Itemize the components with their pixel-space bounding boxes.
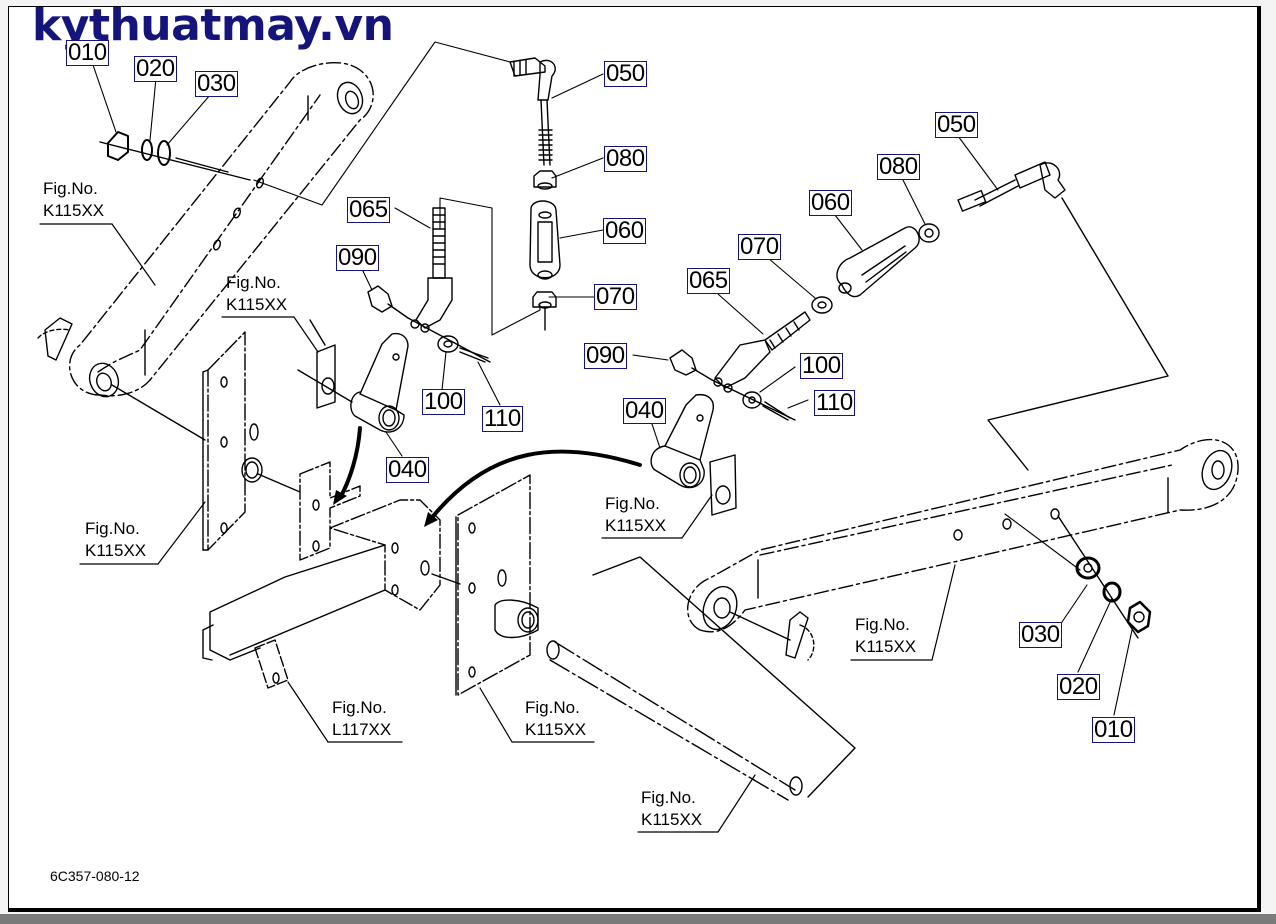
callout-right-090[interactable]: 090: [584, 342, 627, 369]
callout-left-110[interactable]: 110: [482, 405, 523, 432]
callout-left-060[interactable]: 060: [603, 217, 646, 244]
right-callout-leaders: [632, 135, 1133, 716]
fig-ref-line2: K115XX: [43, 201, 105, 220]
arrow-heads: [333, 490, 438, 527]
callout-left-040[interactable]: 040: [386, 456, 429, 483]
fig-ref-line1: Fig.No.: [85, 519, 140, 538]
figure-ref-leaders: [39, 223, 956, 833]
fig-ref-line2: L117XX: [332, 720, 392, 739]
assembly-arrows: [338, 426, 642, 522]
fig-ref-line1: Fig.No.: [525, 698, 580, 717]
callout-right-065[interactable]: 065: [687, 267, 730, 294]
fig-ref-line2: K115XX: [641, 810, 703, 829]
fig-ref-left-bracket-plate[interactable]: Fig.No. K115XX: [226, 272, 287, 316]
left-lift-rod-assembly: [350, 57, 561, 433]
fig-ref-line1: Fig.No.: [226, 273, 281, 292]
left-mount-plate: [202, 331, 301, 551]
callout-left-020[interactable]: 020: [134, 55, 177, 82]
callout-right-100[interactable]: 100: [800, 352, 843, 379]
callout-right-050[interactable]: 050: [935, 111, 978, 138]
drawbar-frame: [202, 461, 461, 689]
callout-left-080[interactable]: 080: [604, 145, 647, 172]
callout-right-080[interactable]: 080: [877, 153, 920, 180]
left-callout-leaders: [91, 41, 604, 457]
fig-ref-line1: Fig.No.: [43, 179, 98, 198]
callout-right-070[interactable]: 070: [738, 233, 781, 260]
right-lower-link-arm: [686, 439, 1239, 661]
fig-ref-right-bracket-plate[interactable]: Fig.No. K115XX: [605, 493, 666, 537]
right-mount-plate: [455, 474, 539, 696]
callout-right-110[interactable]: 110: [814, 389, 855, 416]
fig-ref-cross-shaft[interactable]: Fig.No. K115XX: [641, 787, 702, 831]
callout-right-010[interactable]: 010: [1092, 716, 1135, 743]
fig-ref-line1: Fig.No.: [855, 615, 910, 634]
callout-right-060[interactable]: 060: [809, 189, 852, 216]
cross-shaft: [546, 556, 856, 801]
fig-ref-line1: Fig.No.: [332, 698, 387, 717]
fig-ref-line2: K115XX: [605, 516, 667, 535]
left-small-bracket-plate: [297, 319, 353, 409]
callout-left-010[interactable]: 010: [66, 39, 109, 66]
callout-left-070[interactable]: 070: [594, 283, 637, 310]
left-lower-link-arm: [37, 62, 374, 441]
bottom-scroll-strip: [0, 914, 1276, 924]
callout-left-100[interactable]: 100: [422, 388, 465, 415]
callout-right-030[interactable]: 030: [1019, 621, 1062, 648]
drawing-number: 6C357-080-12: [50, 868, 140, 884]
fig-ref-right-lower-link[interactable]: Fig.No. K115XX: [855, 614, 916, 658]
callout-left-065[interactable]: 065: [347, 196, 390, 223]
fig-ref-line2: K115XX: [226, 295, 288, 314]
callout-right-020[interactable]: 020: [1057, 673, 1100, 700]
callout-right-040[interactable]: 040: [623, 397, 666, 424]
callout-left-030[interactable]: 030: [195, 70, 238, 97]
fig-ref-line2: K115XX: [85, 541, 147, 560]
fig-ref-left-mount-plate[interactable]: Fig.No. K115XX: [85, 518, 146, 562]
fig-ref-line1: Fig.No.: [641, 788, 696, 807]
callout-left-050[interactable]: 050: [604, 60, 647, 87]
fig-ref-left-lower-link[interactable]: Fig.No. K115XX: [43, 178, 104, 222]
fig-ref-line2: K115XX: [525, 720, 587, 739]
right-lift-rod-assembly: [650, 161, 1169, 516]
fig-ref-drawbar-frame[interactable]: Fig.No. L117XX: [332, 697, 391, 741]
fig-ref-line2: K115XX: [855, 637, 917, 656]
fig-ref-right-mount-plate[interactable]: Fig.No. K115XX: [525, 697, 586, 741]
callout-left-090[interactable]: 090: [336, 244, 379, 271]
fig-ref-line1: Fig.No.: [605, 494, 660, 513]
